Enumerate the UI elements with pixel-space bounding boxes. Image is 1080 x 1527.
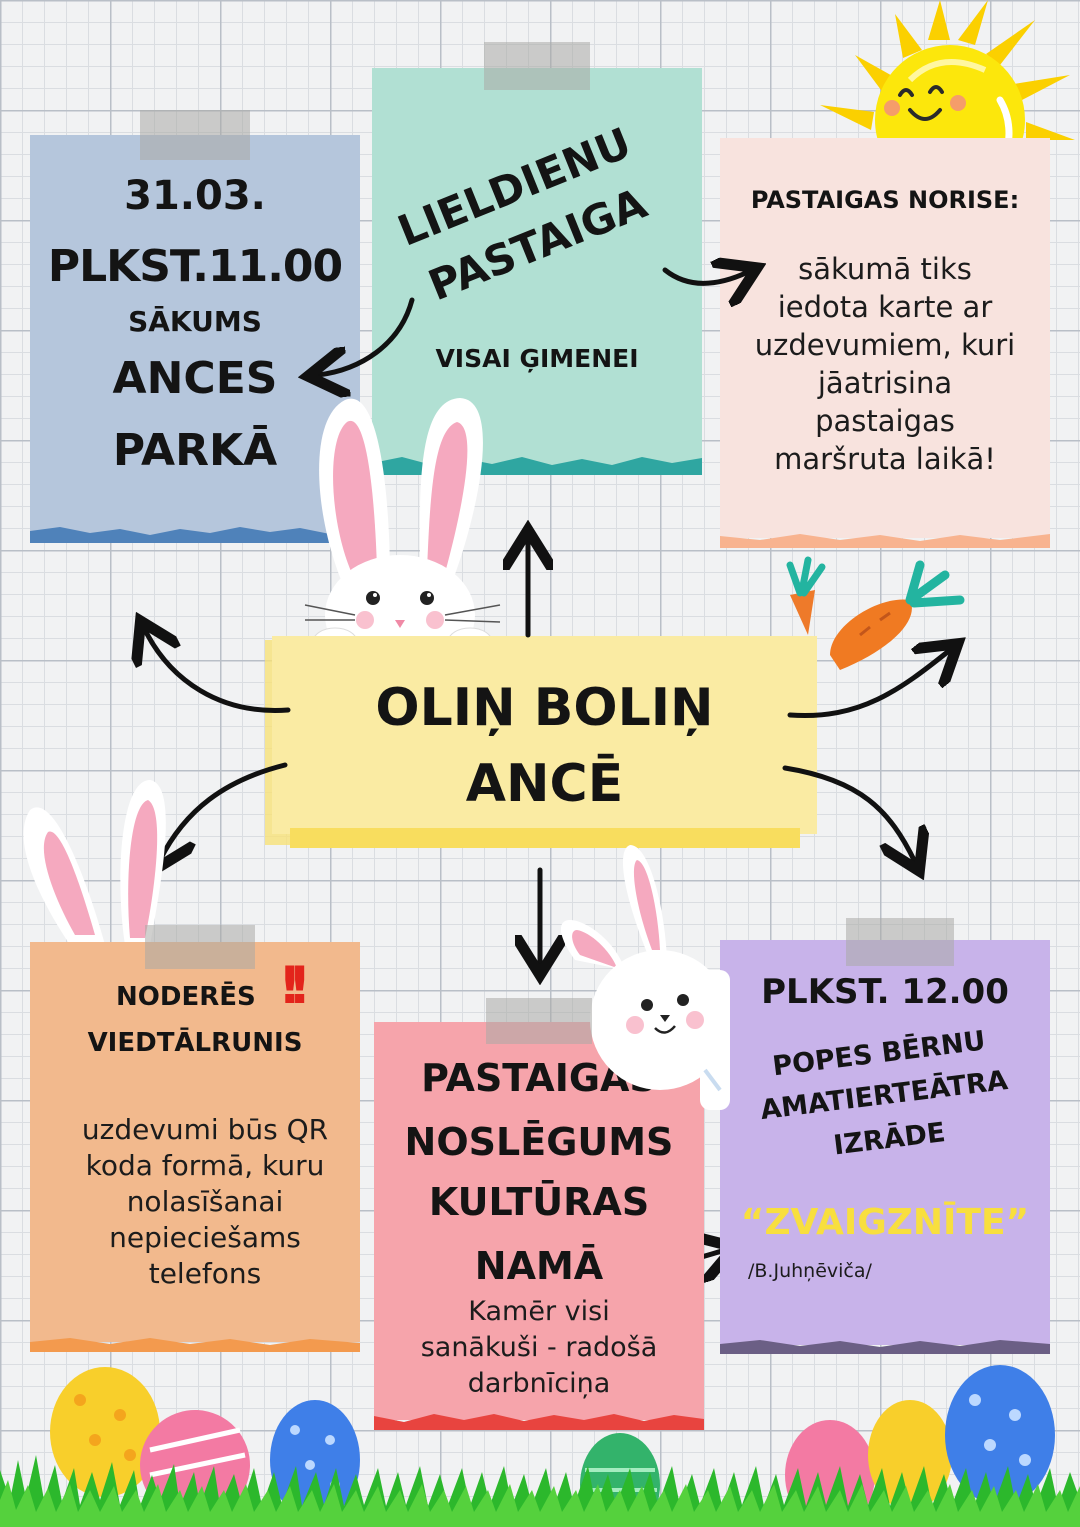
process-line: maršruta laikā! bbox=[774, 442, 996, 476]
phone-text: uzdevumi būs QR koda formā, kuru nolasīš… bbox=[50, 1112, 360, 1292]
start-label: SĀKUMS bbox=[128, 305, 262, 338]
exclamation-icon: !! bbox=[278, 956, 312, 1016]
phone-line: uzdevumi būs QR bbox=[81, 1113, 329, 1146]
show-title-block: POPES BĒRNU AMATIERTEĀTRA IZRĀDE bbox=[713, 1018, 1056, 1187]
finish-note-line: sanākuši - radošā bbox=[420, 1332, 658, 1363]
banner-edge bbox=[290, 828, 800, 848]
phone-line: telefons bbox=[148, 1257, 262, 1290]
tape bbox=[846, 918, 954, 966]
bunny-ears-icon bbox=[10, 770, 190, 950]
start-place-line1: ANCES bbox=[112, 353, 278, 404]
tape bbox=[486, 998, 592, 1044]
banner-title-line1: OLIŅ BOLIŅ bbox=[375, 678, 714, 738]
egg-icon bbox=[868, 1400, 952, 1510]
card-title: LIELDIENU PASTAIGA VISAI ĢIMENEI bbox=[372, 68, 702, 475]
card-show: PLKST. 12.00 POPES BĒRNU AMATIERTEĀTRA I… bbox=[720, 940, 1050, 1354]
play-title: “ZVAIGZNĪTE” bbox=[740, 1202, 1030, 1243]
process-line: uzdevumiem, kuri bbox=[754, 328, 1016, 362]
finish-note-line: Kamēr visi bbox=[468, 1296, 610, 1327]
finish-line3: KULTŪRAS bbox=[428, 1180, 650, 1224]
tape bbox=[484, 42, 590, 90]
tape bbox=[140, 110, 250, 160]
process-text: sākumā tiks iedota karte ar uzdevumiem, … bbox=[720, 250, 1050, 478]
finish-line4: NAMĀ bbox=[474, 1244, 604, 1288]
process-heading: PASTAIGAS NORISE: bbox=[750, 186, 1020, 214]
finish-note-line: darbnīciņa bbox=[467, 1368, 611, 1399]
carrot-icon bbox=[770, 555, 970, 685]
finish-line2: NOSLĒGUMS bbox=[404, 1120, 674, 1164]
card-process: PASTAIGAS NORISE: sākumā tiks iedota kar… bbox=[720, 138, 1050, 548]
phone-line: koda formā, kuru bbox=[85, 1149, 325, 1182]
easter-eggs bbox=[0, 1360, 1080, 1527]
event-start-time: PLKST.11.00 bbox=[47, 241, 343, 292]
center-banner: OLIŅ BOLIŅ ANCĒ bbox=[272, 636, 817, 834]
card-finish: PASTAIGAS NOSLĒGUMS KULTŪRAS NAMĀ Kamēr … bbox=[374, 1022, 704, 1430]
card-date: 31.03. PLKST.11.00 SĀKUMS ANCES PARKĀ bbox=[30, 135, 360, 543]
play-author: /B.Juhņēviča/ bbox=[748, 1260, 872, 1282]
event-subtitle: VISAI ĢIMENEI bbox=[435, 344, 639, 373]
phone-heading-line1: NODERĒS bbox=[116, 982, 256, 1012]
process-line: jāatrisina bbox=[817, 366, 953, 400]
event-date: 31.03. bbox=[124, 173, 266, 219]
finish-text: Kamēr visi sanākuši - radošā darbnīciņa bbox=[374, 1294, 704, 1402]
process-line: pastaigas bbox=[815, 404, 955, 438]
start-place-line2: PARKĀ bbox=[112, 425, 278, 476]
phone-line: nepieciešams bbox=[109, 1221, 301, 1254]
process-line: iedota karte ar bbox=[777, 290, 993, 324]
tape bbox=[145, 925, 255, 969]
phone-line: nolasīšanai bbox=[126, 1185, 284, 1218]
banner-title-line2: ANCĒ bbox=[465, 754, 624, 814]
show-time: PLKST. 12.00 bbox=[761, 972, 1009, 1012]
phone-heading-line2: VIEDTĀLRUNIS bbox=[87, 1028, 303, 1058]
process-line: sākumā tiks bbox=[798, 252, 972, 286]
card-phone: NODERĒS !! VIEDTĀLRUNIS uzdevumi būs QR … bbox=[30, 942, 360, 1352]
bunny-peek-icon bbox=[555, 840, 740, 1120]
